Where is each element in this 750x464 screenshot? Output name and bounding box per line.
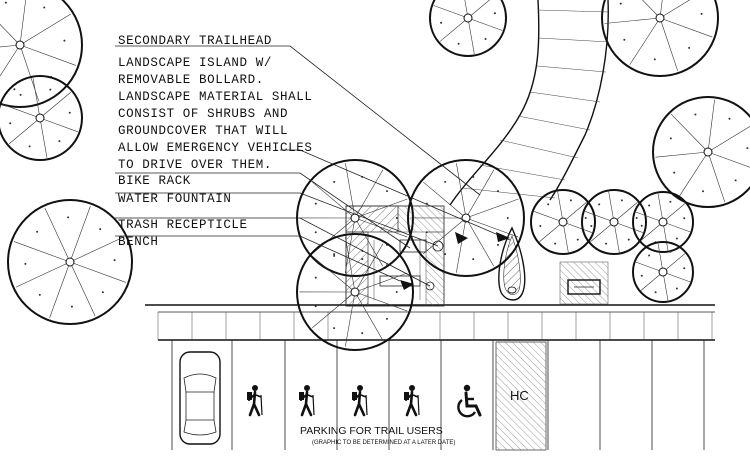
arrowheads <box>400 232 510 290</box>
hiker-icon <box>404 385 420 417</box>
label-landscape-line1: LANDSCAPE ISLAND W/ <box>118 56 272 70</box>
label-bench: BENCH <box>118 235 159 249</box>
tree-canopy-icon <box>0 75 83 161</box>
tree-canopy-icon <box>429 0 507 57</box>
label-landscape-line5: GROUNDCOVER THAT WILL <box>118 124 288 138</box>
hiker-icon <box>352 385 368 417</box>
tree-canopy-icon <box>632 241 694 303</box>
label-landscape-line3: LANDSCAPE MATERIAL SHALL <box>118 90 312 104</box>
hiker-icon <box>247 385 263 417</box>
label-landscape-line6: ALLOW EMERGENCY VEHICLES <box>118 141 312 155</box>
trees <box>0 0 750 351</box>
tree-canopy-icon <box>407 159 525 277</box>
hc-label: HC <box>510 388 529 403</box>
label-landscape-line2: REMOVABLE BOLLARD. <box>118 73 264 87</box>
label-bike-rack: BIKE RACK <box>118 174 191 188</box>
callout-labels: SECONDARY TRAILHEAD LANDSCAPE ISLAND W/ … <box>118 34 312 249</box>
label-landscape-line4: CONSIST OF SHRUBS AND <box>118 107 288 121</box>
tree-canopy-icon <box>530 189 596 255</box>
parking-lot <box>171 340 705 451</box>
tree-canopy-icon <box>581 189 647 255</box>
east-bench-icon <box>567 279 601 295</box>
parking-subcaption: (GRAPHIC TO BE DETERMINED AT A LATER DAT… <box>312 440 455 446</box>
parking-caption: PARKING FOR TRAIL USERS <box>300 425 443 437</box>
tree-canopy-icon <box>652 96 750 208</box>
tree-canopy-icon <box>601 0 719 77</box>
trail-path <box>449 0 610 206</box>
label-landscape-line7: TO DRIVE OVER THEM. <box>118 158 272 172</box>
hiker-icons <box>247 385 420 417</box>
trash-receptacle-icon <box>425 281 435 291</box>
label-water-fountain: WATER FOUNTAIN <box>118 192 231 206</box>
leader-lines <box>115 45 511 287</box>
label-trash-receptacle: TRASH RECEPTICLE <box>118 218 248 232</box>
tree-canopy-icon <box>0 0 83 108</box>
tree-canopy-icon <box>632 191 694 253</box>
east-pad <box>559 261 609 305</box>
tree-canopy-icon <box>296 233 414 351</box>
wheelchair-icon <box>457 384 482 418</box>
sidewalk <box>145 304 715 341</box>
trailhead-plaza <box>345 205 445 307</box>
label-secondary-trailhead: SECONDARY TRAILHEAD <box>118 34 272 48</box>
car-icon <box>179 351 221 445</box>
hc-access-aisle <box>495 341 547 451</box>
hiker-icon <box>299 385 315 417</box>
tree-canopy-icon <box>7 199 133 325</box>
